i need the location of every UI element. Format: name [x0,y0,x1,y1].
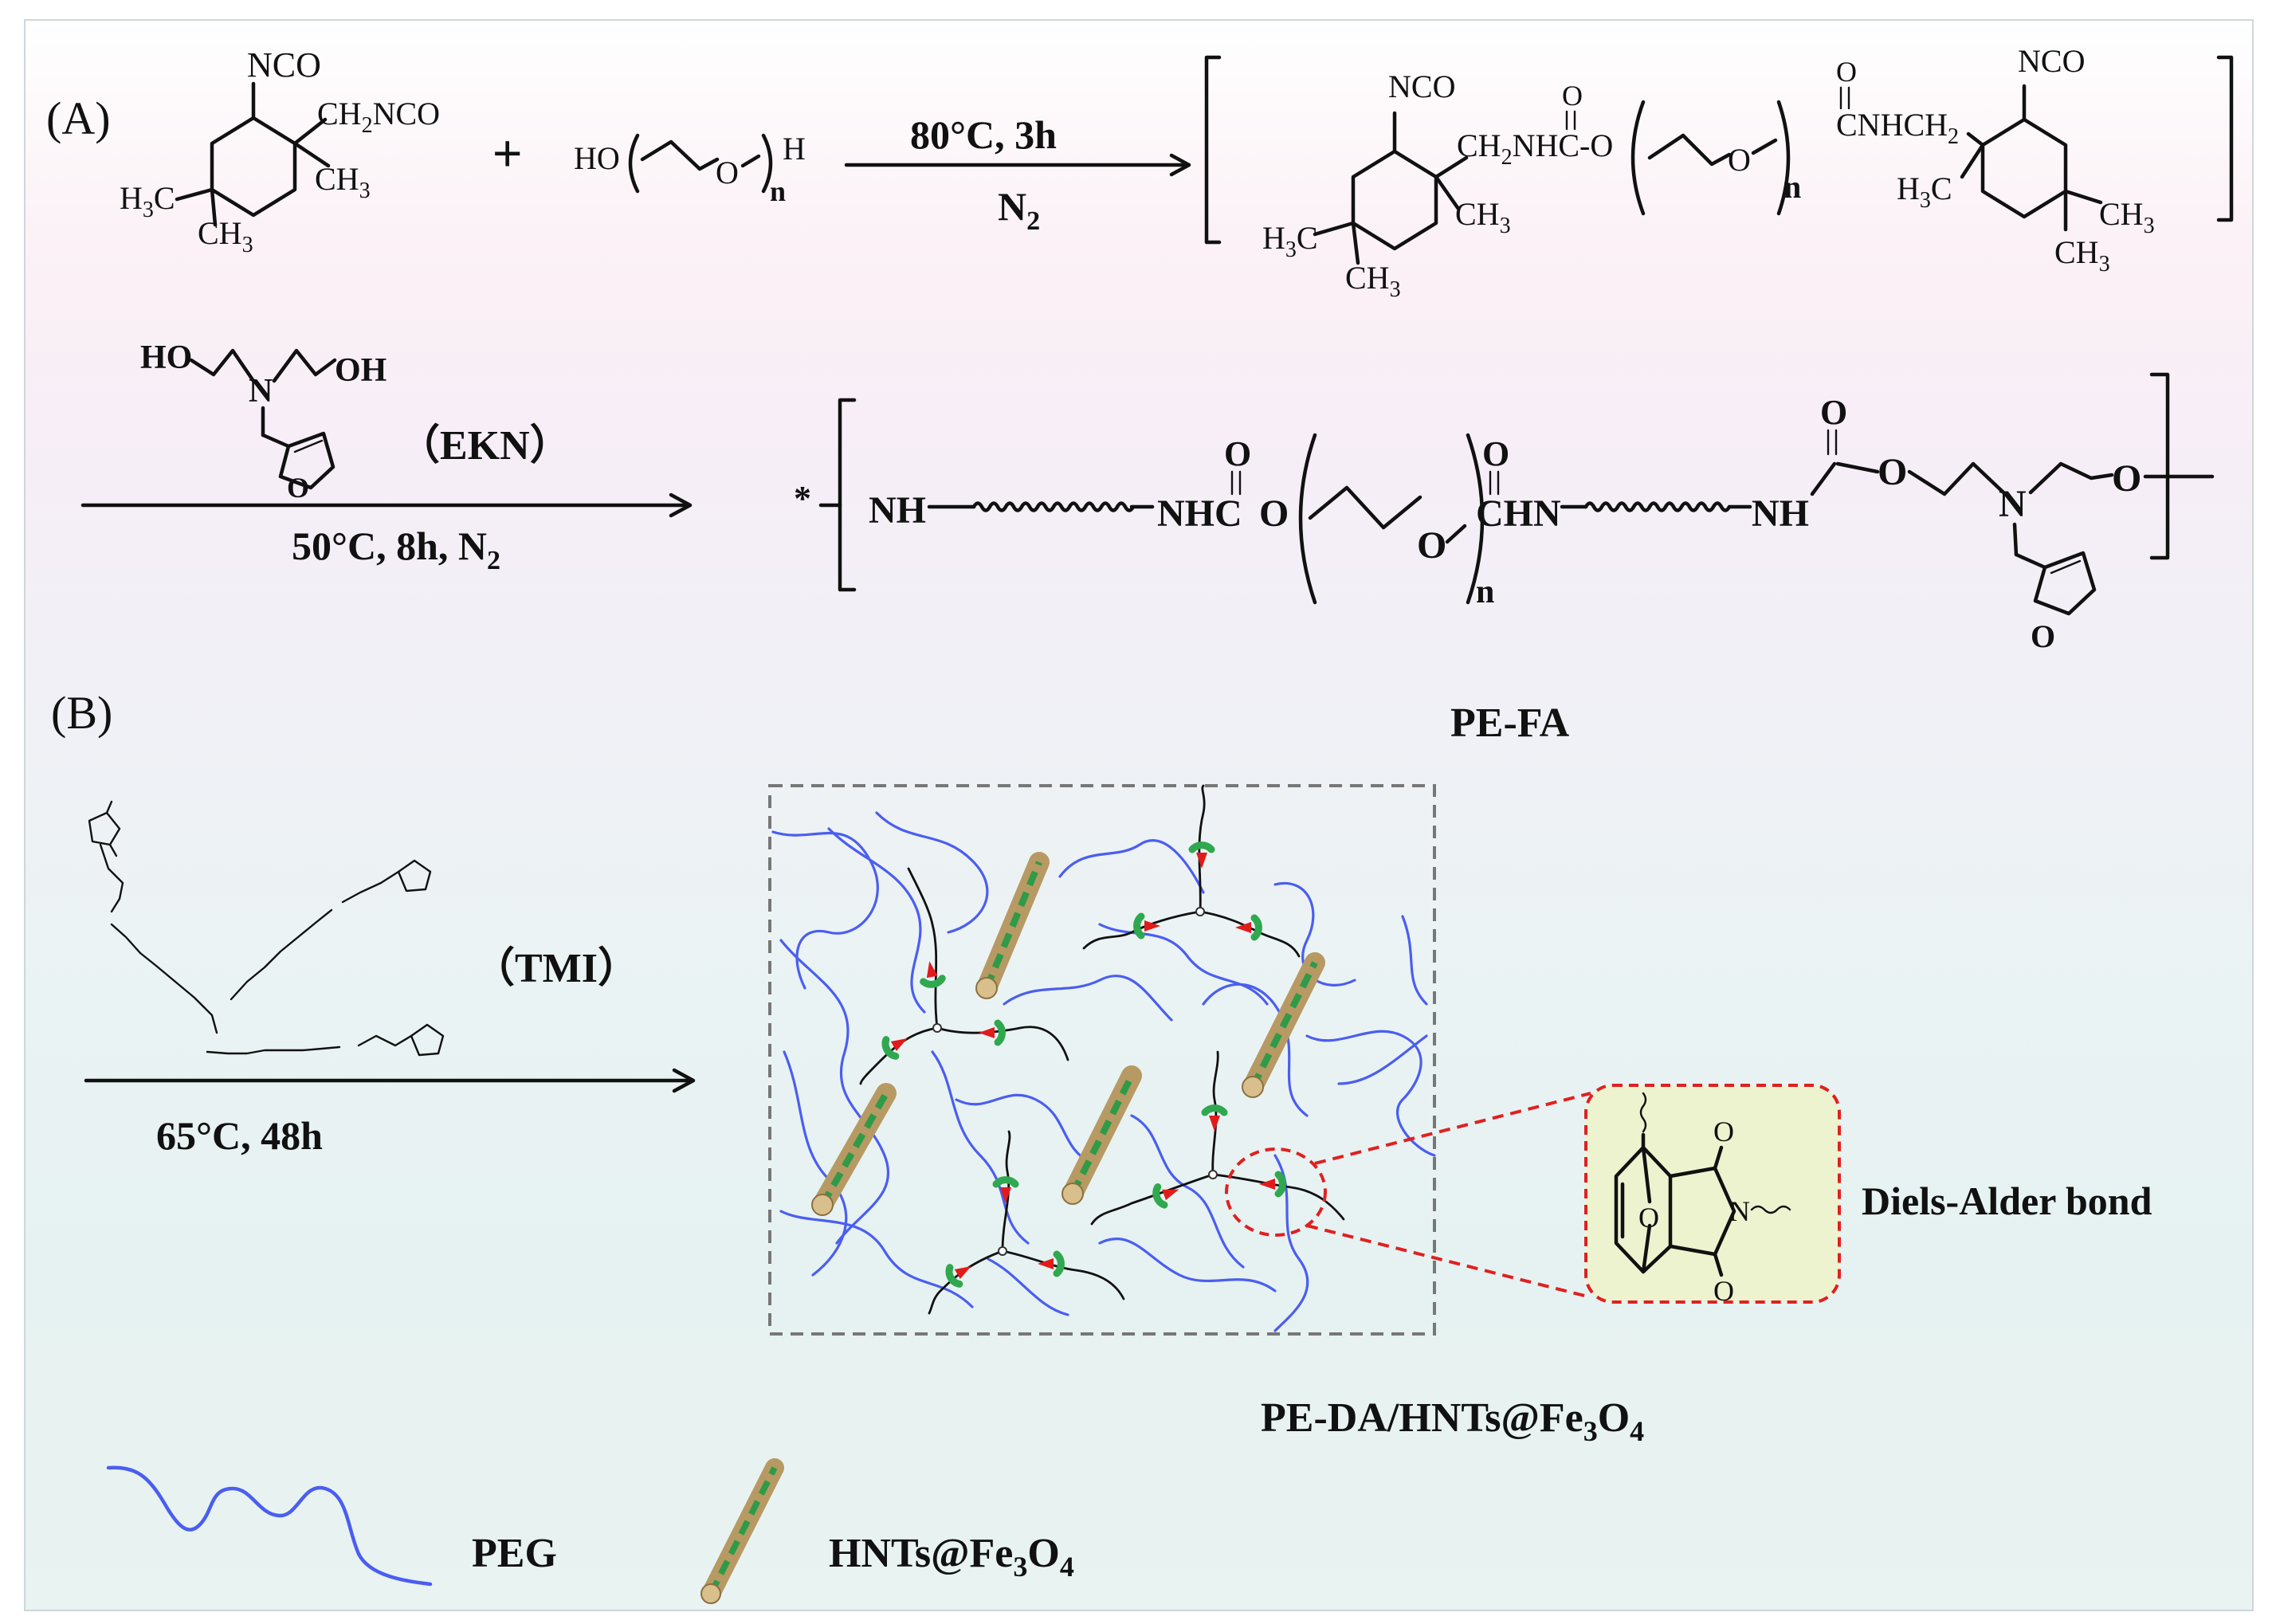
step1-conditions: 80°C, 3h [910,112,1057,157]
da-n: N [1729,1195,1750,1227]
peg-reactant: HO O H n [574,131,806,207]
hnt-rod [975,852,1050,999]
tmi-conditions: 65°C, 48h [156,1113,323,1158]
pe-fa-polymer: * NH NHC O O O n O CHN NH O [794,372,2215,746]
zoom-line-bottom [1306,1224,1591,1299]
hnt-rod [811,1083,897,1216]
peg-ho: HO [574,140,620,176]
panel-label-a: (A) [46,92,111,144]
pefa-nh-1: NH [869,489,926,532]
legend-peg-label: PEG [472,1531,557,1576]
step2-conditions: 50°C, 8h, N2 [292,524,500,575]
ekn-oh: OH [335,352,387,389]
step1-atmosphere: N2 [998,184,1040,236]
crosslink-node [859,867,1069,1085]
ipdi-molecule: NCO CH2NCO CH3 H3C CH3 [120,45,440,257]
peg-o: O [716,155,739,190]
pefa-o-top1: O [1224,434,1251,473]
prepolymer: NCO CH2NHC-O O CH3 H3C CH3 O n O CNHCH2 … [1204,43,2234,302]
diels-alder-adduct: O O O N [1614,1092,1791,1307]
peg-n: n [770,175,786,207]
plus-sign: + [492,124,522,182]
crosslink-node [1090,1050,1345,1226]
hnt-rod [700,1458,784,1604]
pefa-ring-o: O [2031,618,2055,654]
pp-n: n [1784,169,1801,205]
ipdi-ch2nco: CH2NCO [317,96,440,138]
pefa-o-2: O [1878,451,1907,493]
pp-o-chain: O [1728,142,1751,178]
hnt-rods [811,852,1325,1216]
pefa-o-top3: O [1820,393,1847,432]
tmi-label: （TMI） [473,945,639,991]
crosslink-junctions [859,784,1345,1315]
panel-label-b: (B) [51,687,112,739]
network-box [768,784,1436,1336]
legend-hnt-rod [700,1458,784,1604]
da-bridge-o: O [1638,1202,1659,1234]
legend-peg-line [106,1465,433,1587]
ekn-molecule: HO N OH O （EKN） [140,339,571,504]
da-o-top: O [1713,1116,1734,1147]
peg-network-chains [771,811,1436,1332]
legend-hnt-label: HNTs@Fe3O4 [829,1531,1074,1583]
pefa-o-chain: O [1417,524,1446,567]
figure-frame [24,19,2254,1611]
pp-ch3-c: CH3 [2099,196,2155,238]
pp-o-top2: O [1836,56,1857,88]
pe-da-label: PE-DA/HNTs@Fe3O4 [1261,1395,1644,1447]
ekn-ho: HO [140,339,192,376]
pp-ch2nhco: CH2NHC-O [1457,127,1613,170]
ipdi-ch3-bottom: CH3 [198,215,253,257]
pp-h3c-b: H3C [1897,171,1952,213]
pefa-o-1: O [1259,492,1289,535]
pefa-o-3: O [2112,457,2141,500]
zoom-circle [1225,1147,1327,1237]
pefa-nhc: NHC [1157,492,1242,535]
crosslink-node [1082,784,1301,958]
diels-alder-label: Diels-Alder bond [1862,1179,2152,1223]
crosslink-node [928,1130,1125,1315]
ekn-n: N [249,373,273,410]
ipdi-ch3-right: CH3 [315,161,371,203]
pefa-star: * [794,479,811,518]
ipdi-nco: NCO [247,45,321,84]
pp-nco-right: NCO [2018,43,2085,79]
pp-ch3-a: CH3 [1455,196,1511,238]
ipdi-h3c: H3C [120,180,175,222]
pp-ch3-b: CH3 [1345,260,1401,302]
pefa-n: n [1476,574,1494,610]
pp-o-top: O [1562,80,1583,112]
ekn-label: （EKN） [398,422,571,469]
pefa-wavy-2 [1583,501,1732,512]
hnt-rod [1061,1065,1142,1205]
pefa-o-top2: O [1482,434,1509,473]
pefa-chn: CHN [1476,492,1561,535]
pp-cnhch2: CNHCH2 [1836,107,1959,149]
diels-alder-inset [1584,1084,1841,1304]
pp-nco-left: NCO [1388,69,1455,104]
pp-ch3-d: CH3 [2054,234,2110,277]
pefa-wavy-1 [971,501,1136,512]
ekn-ring-o: O [287,472,309,504]
da-o-bottom: O [1713,1275,1734,1307]
hnt-rod [1242,952,1325,1098]
pefa-nh-2: NH [1752,492,1809,535]
peg-h: H [783,131,806,167]
pe-fa-label: PE-FA [1450,700,1570,746]
zoom-line-top [1314,1092,1591,1165]
pefa-n2: N [1999,483,2027,525]
pp-h3c-a: H3C [1262,220,1318,262]
tmi-molecule: （TMI） [88,800,639,1057]
